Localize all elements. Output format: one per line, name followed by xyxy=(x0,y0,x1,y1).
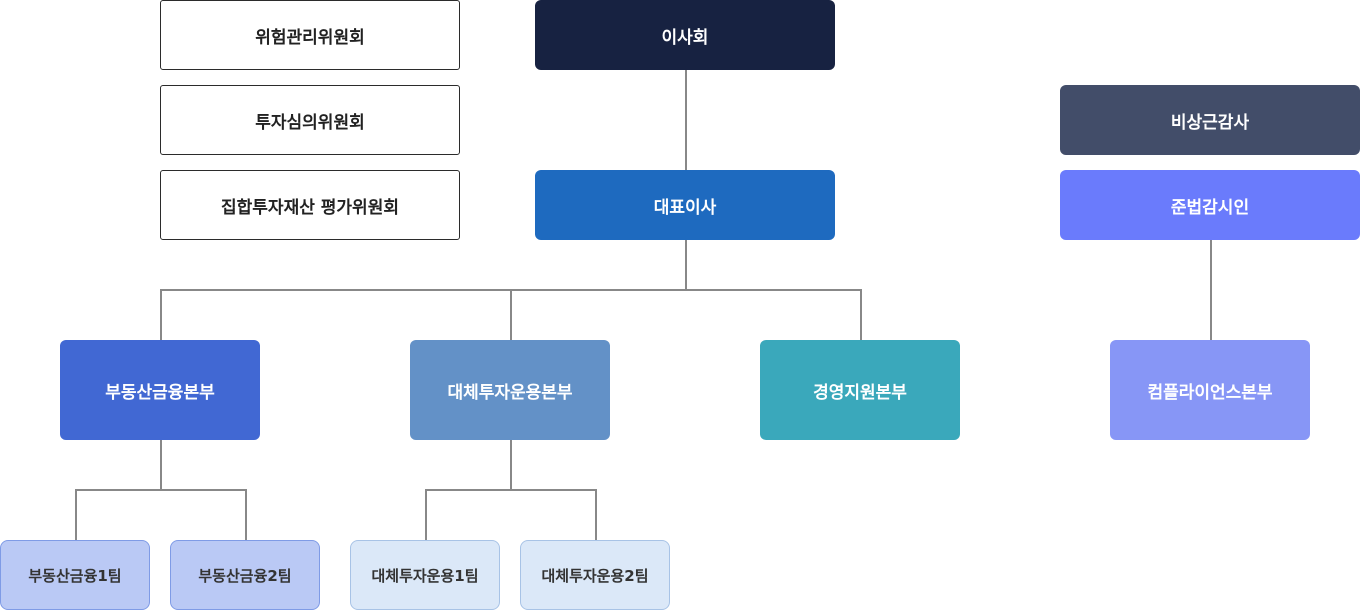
connector-board-ceo xyxy=(685,70,687,170)
division-real-estate-finance: 부동산금융본부 xyxy=(60,340,260,440)
connector-div1-down xyxy=(160,440,162,491)
division-compliance: 컴플라이언스본부 xyxy=(1110,340,1310,440)
committee-investment-review: 투자심의위원회 xyxy=(160,85,460,155)
connector-div2-down xyxy=(510,440,512,491)
connector-div-3 xyxy=(860,289,862,340)
auditor-node: 비상근감사 xyxy=(1060,85,1360,155)
team-real-estate-finance-2: 부동산금융2팀 xyxy=(170,540,320,610)
ceo-node: 대표이사 xyxy=(535,170,835,240)
committee-risk-management: 위험관리위원회 xyxy=(160,0,460,70)
team-alternative-investment-1: 대체투자운용1팀 xyxy=(350,540,500,610)
team-real-estate-finance-1: 부동산금융1팀 xyxy=(0,540,150,610)
connector-team-1 xyxy=(75,489,77,540)
connector-div-1 xyxy=(160,289,162,340)
team-alternative-investment-2: 대체투자운용2팀 xyxy=(520,540,670,610)
connector-div-2 xyxy=(510,289,512,340)
division-alternative-investment: 대체투자운용본부 xyxy=(410,340,610,440)
connector-team-2 xyxy=(245,489,247,540)
connector-div1-horizontal xyxy=(75,489,247,491)
connector-compliance xyxy=(1210,240,1212,340)
committee-asset-valuation: 집합투자재산 평가위원회 xyxy=(160,170,460,240)
division-management-support: 경영지원본부 xyxy=(760,340,960,440)
connector-ceo-down xyxy=(685,240,687,291)
connector-team-4 xyxy=(595,489,597,540)
connector-team-3 xyxy=(425,489,427,540)
board-node: 이사회 xyxy=(535,0,835,70)
connector-div2-horizontal xyxy=(425,489,597,491)
compliance-officer-node: 준법감시인 xyxy=(1060,170,1360,240)
